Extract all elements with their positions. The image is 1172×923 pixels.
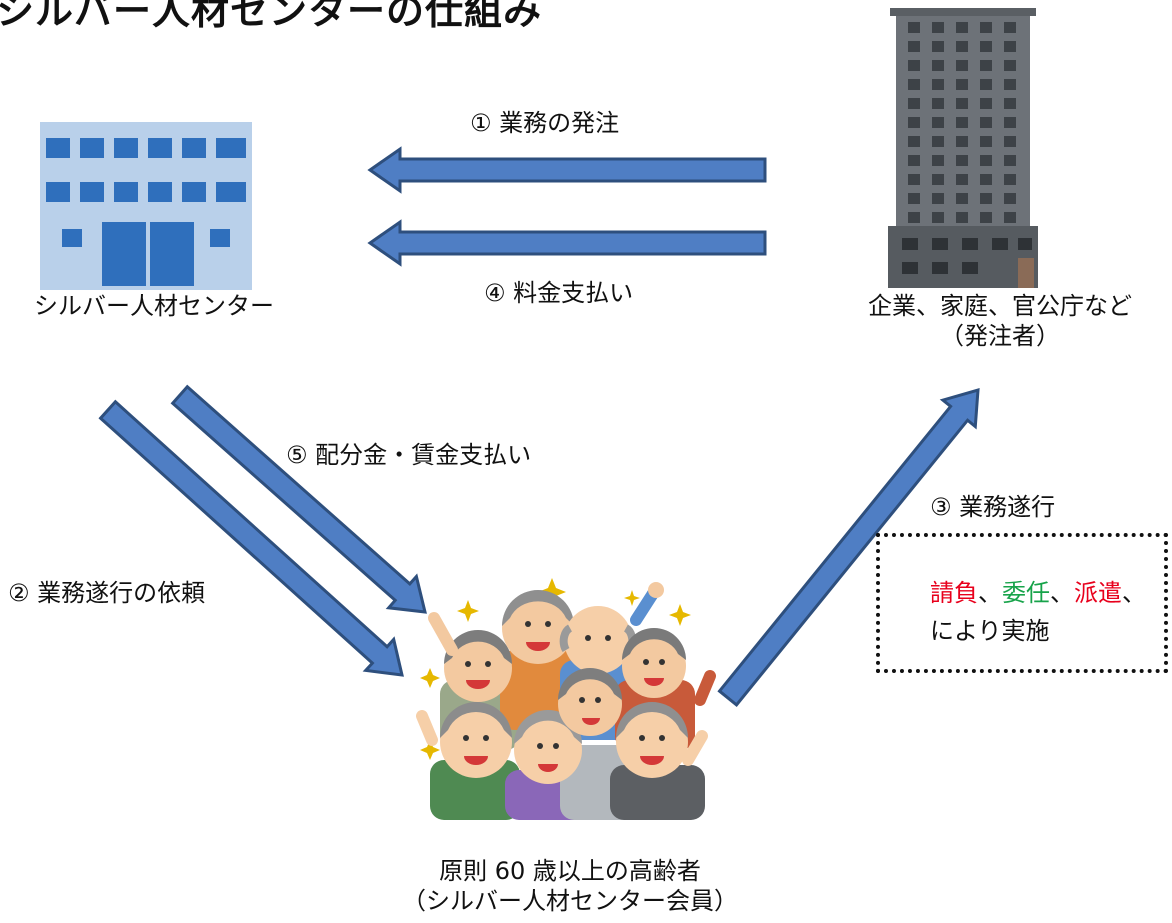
client-label-sub: （発注者） xyxy=(940,322,1060,350)
arrow-execution xyxy=(717,387,980,708)
flow-2-label: ② 業務遂行の依頼 xyxy=(8,579,206,607)
client-label: 企業、家庭、官公庁など （発注者） xyxy=(828,291,1172,351)
method-note-line-2: により実施 xyxy=(930,617,1050,645)
arrow-distribution xyxy=(170,384,427,614)
silver-center-building-icon xyxy=(40,122,252,290)
method-sep-3: 、 xyxy=(1122,579,1146,607)
arrow-payment xyxy=(367,219,767,267)
flow-3-label: ③ 業務遂行 xyxy=(930,493,1056,521)
arrow-order xyxy=(367,146,767,194)
arrow-request xyxy=(98,399,404,677)
members-label: 原則 60 歳以上の高齢者 （シルバー人材センター会員） xyxy=(380,856,760,916)
method-sep-2: 、 xyxy=(1050,579,1074,607)
flow-arrows xyxy=(98,146,980,708)
members-label-sub: （シルバー人材センター会員） xyxy=(402,887,738,915)
client-label-main: 企業、家庭、官公庁など xyxy=(868,292,1132,320)
page-title: シルバー人材センターの仕組み xyxy=(0,0,543,33)
method-contract: 請負 xyxy=(930,579,978,607)
office-tower-icon xyxy=(888,8,1038,288)
method-note-box: 請負、委任、派遣、 により実施 xyxy=(876,533,1168,673)
center-label: シルバー人材センター xyxy=(34,292,274,320)
senior-group-icon xyxy=(416,578,716,820)
flow-5-label: ⑤ 配分金・賃金支払い xyxy=(286,441,532,469)
flow-4-label: ④ 料金支払い xyxy=(484,279,634,307)
method-sep-1: 、 xyxy=(978,579,1002,607)
method-note-line-1: 請負、委任、派遣、 xyxy=(930,573,1146,608)
members-label-main: 原則 60 歳以上の高齢者 xyxy=(439,857,701,885)
method-mandate: 委任 xyxy=(1002,579,1050,607)
flow-1-label: ① 業務の発注 xyxy=(470,109,620,137)
method-dispatch: 派遣 xyxy=(1074,579,1122,607)
